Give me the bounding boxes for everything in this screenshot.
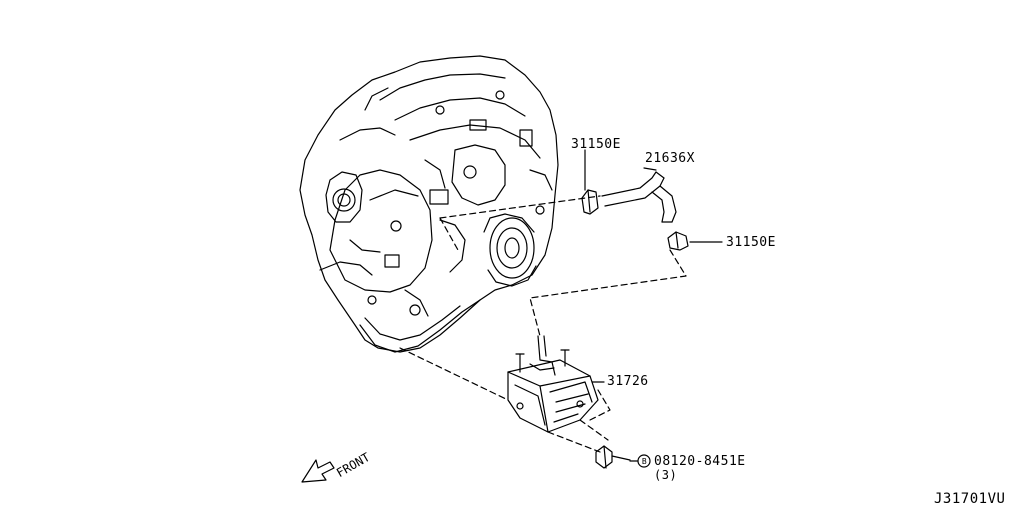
oil-cooler <box>507 335 599 433</box>
bolt <box>595 445 631 469</box>
clip-upper <box>581 189 599 215</box>
label-bolt: 08120-8451E <box>654 454 746 469</box>
front-arrow-icon <box>301 459 335 483</box>
diagram-code: J31701VU <box>934 491 1006 507</box>
bolt-marker-letter: B <box>641 457 648 466</box>
leader-lines <box>584 149 723 462</box>
dashed-connections <box>399 195 687 453</box>
label-clip-upper: 31150E <box>571 137 621 152</box>
hose <box>601 171 677 223</box>
label-hose: 21636X <box>645 151 695 166</box>
label-bolt-qty: (3) <box>654 468 678 482</box>
transmission-assembly <box>299 55 559 353</box>
label-cooler: 31726 <box>607 374 649 389</box>
clip-right <box>667 231 689 251</box>
label-clip-right: 31150E <box>726 235 776 250</box>
